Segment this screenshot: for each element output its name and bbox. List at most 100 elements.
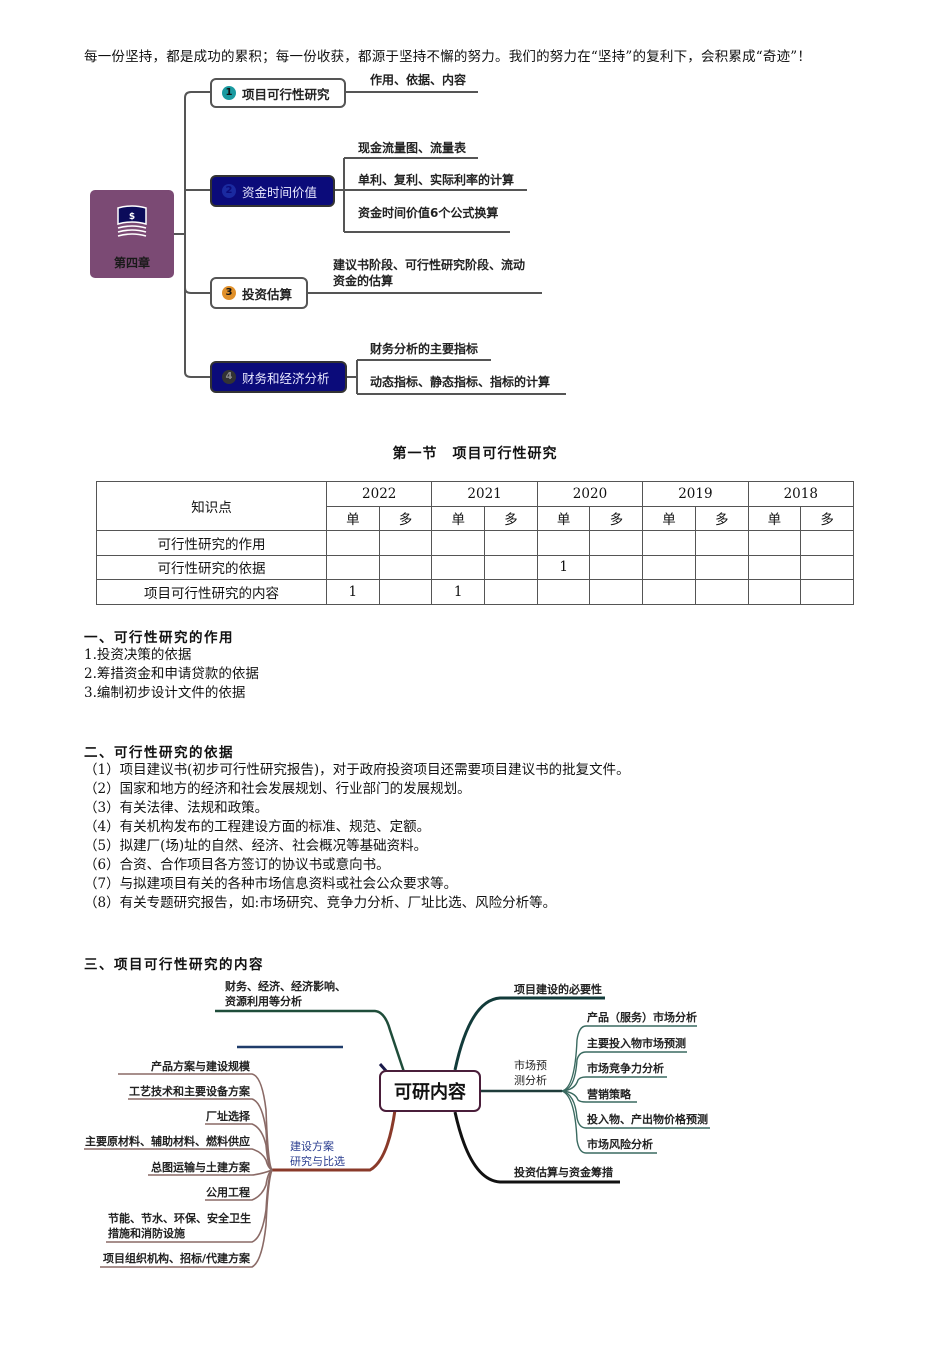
table-cell <box>642 579 696 605</box>
table-cell <box>484 579 538 605</box>
branch-child: 动态指标、静态指标、指标的计算 <box>370 375 551 389</box>
list-item: （4）有关机构发布的工程建设方面的标准、规范、定额。 <box>84 819 431 835</box>
number-badge-icon: 1 <box>222 86 236 100</box>
row-label: 可行性研究的依据 <box>96 554 327 580</box>
part1-heading: 一、可行性研究的作用 <box>84 630 234 646</box>
header-multi: 多 <box>378 505 433 531</box>
center-node: 可研内容 <box>379 1070 481 1112</box>
header-year: 2022 <box>325 481 433 507</box>
row-label: 可行性研究的作用 <box>96 530 327 556</box>
table-cell <box>326 554 380 580</box>
mindmap-leaf: 投入物、产出物价格预测 <box>587 1113 708 1126</box>
table-cell: 1 <box>326 579 380 605</box>
table-cell <box>589 530 644 556</box>
list-item: 2.筹措资金和申请贷款的依据 <box>84 666 259 682</box>
branch-child: 建议书阶段、可行性研究阶段、流动 <box>333 258 526 272</box>
table-row: 项目可行性研究的内容 1 1 <box>96 579 854 605</box>
mindmap-leaf: 产品（服务）市场分析 <box>587 1011 697 1024</box>
branch-node-time-value: 2 资金时间价值 <box>210 175 335 207</box>
exam-frequency-table: 知识点 2022 2021 2020 2019 2018 单 多 单 多 单 多… <box>96 481 855 605</box>
table-cell <box>694 530 749 556</box>
list-item: （1）项目建议书(初步可行性研究报告)，对于政府投资项目还需要项目建议书的批复文… <box>84 762 630 778</box>
table-cell <box>694 579 749 605</box>
table-cell <box>800 554 854 580</box>
header-multi: 多 <box>694 505 749 531</box>
branch-label: 投资估算 <box>242 286 293 302</box>
table-cell <box>484 554 538 580</box>
header-multi: 多 <box>589 505 644 531</box>
mindmap-branch-label: 研究与比选 <box>290 1155 345 1168</box>
table-cell <box>378 579 433 605</box>
table-cell <box>747 579 802 605</box>
mindmap-leaf: 投资估算与资金筹措 <box>514 1166 613 1179</box>
branch-child: 作用、依据、内容 <box>370 73 467 87</box>
list-item: （6）合资、合作项目各方签订的协议书或意向书。 <box>84 857 390 873</box>
part1-section: 一、可行性研究的作用 1.投资决策的依据 2.筹措资金和申请贷款的依据 3.编制… <box>84 626 259 703</box>
mindmap-leaf: 总图运输与土建方案 <box>151 1161 250 1174</box>
chapter-label: 第四章 <box>113 256 150 270</box>
table-cell <box>589 554 644 580</box>
svg-text:$: $ <box>129 212 135 222</box>
mindmap-leaf: 项目组织机构、招标/代建方案 <box>102 1252 250 1265</box>
table-cell <box>536 530 591 556</box>
mindmap-leaf: 资源利用等分析 <box>225 995 302 1008</box>
mindmap-leaf: 财务、经济、经济影响、 <box>225 980 346 993</box>
mindmap-leaf: 产品方案与建设规模 <box>151 1060 250 1073</box>
mindmap-leaf: 主要投入物市场预测 <box>587 1037 686 1050</box>
table-cell <box>536 579 591 605</box>
chapter-node: $ 第四章 <box>90 190 174 278</box>
branch-node-investment-estimate: 3 投资估算 <box>210 277 308 309</box>
chapter-mindmap-connectors <box>174 91 566 395</box>
part2-section: 二、可行性研究的依据 （1）项目建议书(初步可行性研究报告)，对于政府投资项目还… <box>84 741 630 913</box>
mindmap-leaf: 市场竞争力分析 <box>587 1062 664 1075</box>
list-item: 3.编制初步设计文件的依据 <box>84 685 246 701</box>
row-label: 项目可行性研究的内容 <box>96 579 327 605</box>
branch-child: 资金的估算 <box>333 274 394 288</box>
mindmap-leaf: 市场风险分析 <box>587 1138 653 1151</box>
list-item: （3）有关法律、法规和政策。 <box>84 800 269 816</box>
list-item: 1.投资决策的依据 <box>84 647 192 663</box>
table-cell: 1 <box>536 554 591 580</box>
mindmap-leaf: 措施和消防设施 <box>108 1227 185 1240</box>
branch-child: 单利、复利、实际利率的计算 <box>358 173 515 187</box>
branch-label: 项目可行性研究 <box>242 86 330 102</box>
number-badge-icon: 3 <box>222 286 236 300</box>
list-item: （2）国家和地方的经济和社会发展规划、行业部门的发展规划。 <box>84 781 471 797</box>
branch-label: 资金时间价值 <box>242 184 318 200</box>
table-row: 可行性研究的作用 <box>96 530 854 556</box>
mindmap-branch-label: 市场预 <box>514 1059 547 1072</box>
mindmap-leaf: 厂址选择 <box>206 1110 250 1123</box>
header-multi: 多 <box>800 505 854 531</box>
part3-section: 三、项目可行性研究的内容 <box>84 953 264 973</box>
list-item: （8）有关专题研究报告，如:市场研究、竞争力分析、厂址比选、风险分析等。 <box>84 895 557 911</box>
table-cell <box>642 554 696 580</box>
table-cell <box>800 579 854 605</box>
mindmap-leaf: 项目建设的必要性 <box>514 983 602 996</box>
section-title: 第一节 项目可行性研究 <box>392 446 558 462</box>
table-cell <box>589 579 644 605</box>
mindmap-leaf: 公用工程 <box>206 1186 250 1199</box>
header-single: 单 <box>431 505 486 531</box>
header-single: 单 <box>326 505 380 531</box>
branch-node-feasibility: 1 项目可行性研究 <box>210 78 346 108</box>
branch-child: 现金流量图、流量表 <box>358 141 467 155</box>
table-cell: 1 <box>431 579 486 605</box>
number-badge-icon: 4 <box>222 370 236 384</box>
header-knowledge: 知识点 <box>96 481 327 531</box>
mindmap-branch-label: 建设方案 <box>290 1140 334 1153</box>
number-badge-icon: 2 <box>222 184 236 198</box>
mindmap-leaf: 营销策略 <box>587 1088 631 1101</box>
table-cell <box>800 530 854 556</box>
branch-label: 财务和经济分析 <box>242 370 330 386</box>
money-flag-icon: $ <box>117 205 147 237</box>
header-multi: 多 <box>484 505 538 531</box>
part2-heading: 二、可行性研究的依据 <box>84 745 234 761</box>
mindmap-leaf: 节能、节水、环保、安全卫生 <box>108 1212 251 1225</box>
mindmap-leaf: 主要原材料、辅助材料、燃料供应 <box>85 1135 250 1148</box>
table-cell <box>484 530 538 556</box>
table-row: 可行性研究的依据 1 <box>96 554 854 580</box>
part3-heading: 三、项目可行性研究的内容 <box>84 957 264 973</box>
table-cell <box>431 530 486 556</box>
list-item: （5）拟建厂(场)址的自然、经济、社会概况等基础资料。 <box>84 838 428 854</box>
